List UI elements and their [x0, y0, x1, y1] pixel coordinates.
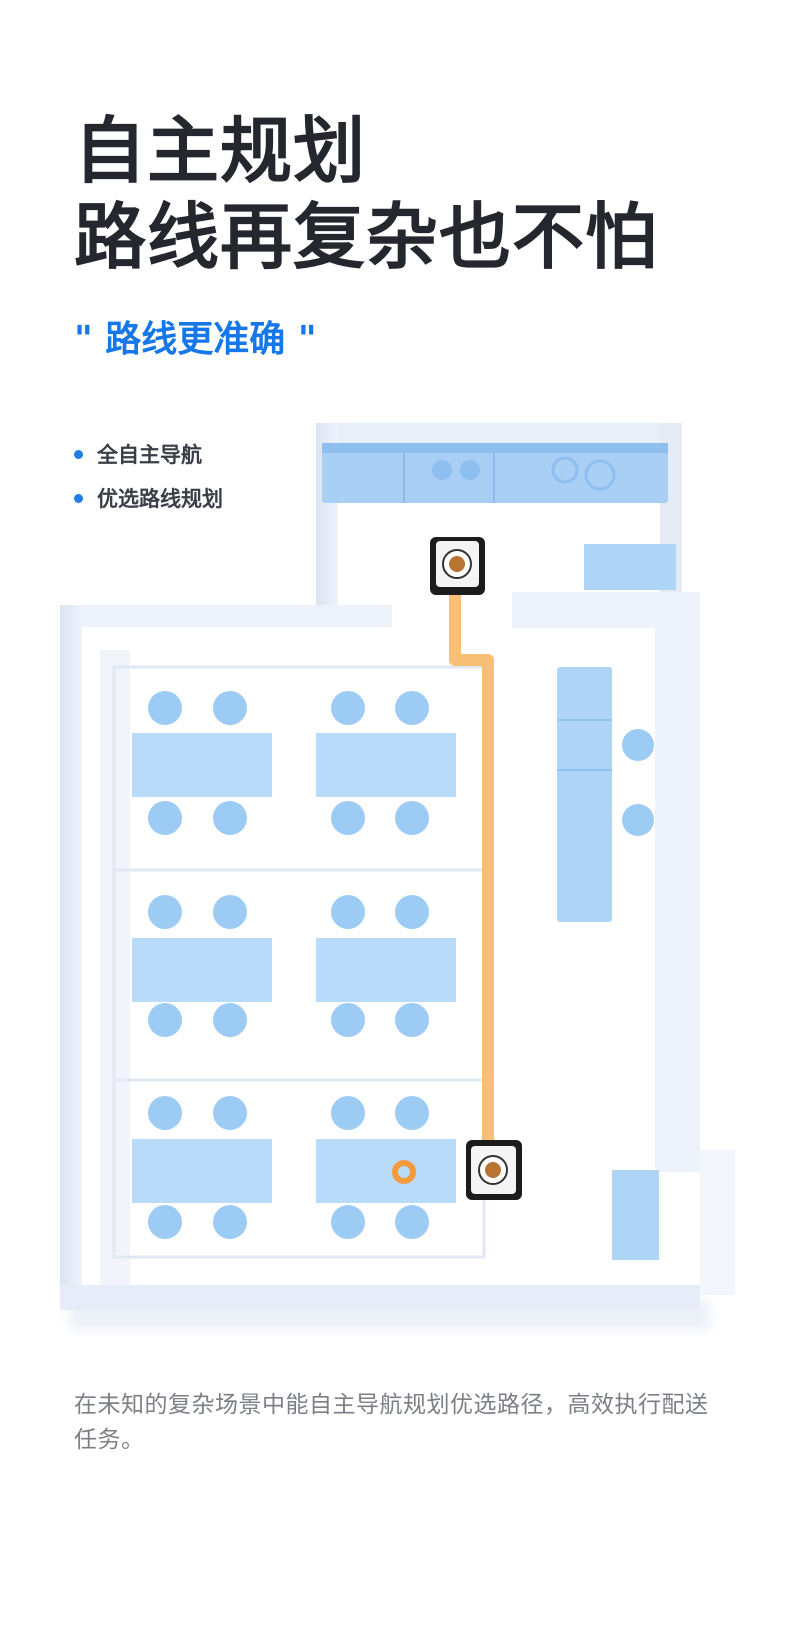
- chair-icon: [148, 691, 654, 1239]
- bullet-dot-icon: [74, 449, 83, 459]
- headline-line-1: 自主规划: [74, 109, 367, 193]
- headline-line-2: 路线再复杂也不怕: [74, 195, 659, 279]
- feature-item: 全自主导航: [74, 432, 223, 476]
- destination-marker-icon: [392, 1160, 416, 1184]
- feature-label: 全自主导航: [97, 443, 202, 467]
- description: 在未知的复杂场景中能自主导航规划优选路径，高效执行配送任务。: [74, 1392, 709, 1453]
- feature-item: 优选路线规划: [74, 476, 223, 520]
- dining-room-walls: [60, 605, 735, 1310]
- bullet-dot-icon: [74, 493, 83, 503]
- kitchen-counter-icon: [322, 443, 676, 590]
- headline: 自主规划 路线再复杂也不怕: [74, 108, 658, 280]
- restaurant-floor-plan: [60, 423, 735, 1330]
- service-counter: [557, 667, 659, 1260]
- robot-icon: [466, 1140, 522, 1200]
- tagline: " 路线更准确 ": [74, 319, 317, 360]
- robot-icon: [430, 537, 485, 595]
- table-icon: [132, 733, 456, 1203]
- dining-tables: [132, 691, 654, 1239]
- feature-label: 优选路线规划: [97, 487, 223, 511]
- feature-list: 全自主导航 优选路线规划: [74, 432, 223, 520]
